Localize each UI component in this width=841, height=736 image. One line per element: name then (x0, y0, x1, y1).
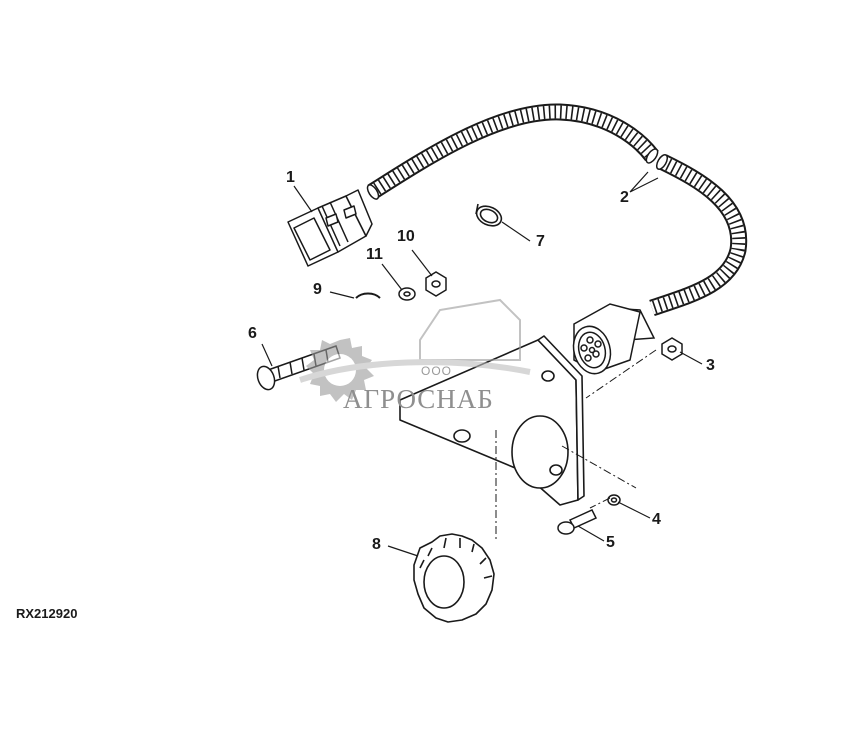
callout-3: 3 (706, 357, 715, 374)
watermark-company-name: АГРОСНАБ (343, 384, 494, 414)
part-9-fastener (355, 292, 381, 299)
callout-1: 1 (286, 169, 295, 186)
mounting-plate (399, 335, 585, 506)
part-1-connector (287, 189, 373, 267)
part-4-washer (607, 494, 621, 506)
callout-9: 9 (313, 281, 322, 298)
callout-2: 2 (620, 189, 629, 206)
callout-8: 8 (372, 536, 381, 553)
callout-6: 6 (248, 325, 257, 342)
callout-11: 11 (366, 246, 383, 263)
assembly-lines (495, 349, 657, 540)
figure-reference-code: RX212920 (16, 606, 78, 621)
callout-5: 5 (606, 534, 615, 551)
part-10-nut (425, 271, 447, 297)
watermark-company-prefix: ООО (421, 364, 453, 378)
part-5-screw (557, 509, 598, 535)
leader-lines (261, 171, 703, 557)
part-2-harness-tube (366, 103, 748, 317)
part-11-washer (398, 287, 416, 301)
part-8-gear (413, 533, 495, 623)
part-3-socket (572, 303, 683, 375)
callout-7: 7 (536, 233, 545, 250)
callout-10: 10 (397, 228, 415, 245)
part-7-clip (475, 203, 503, 227)
callout-4: 4 (652, 511, 661, 528)
watermark-logo (299, 298, 531, 402)
